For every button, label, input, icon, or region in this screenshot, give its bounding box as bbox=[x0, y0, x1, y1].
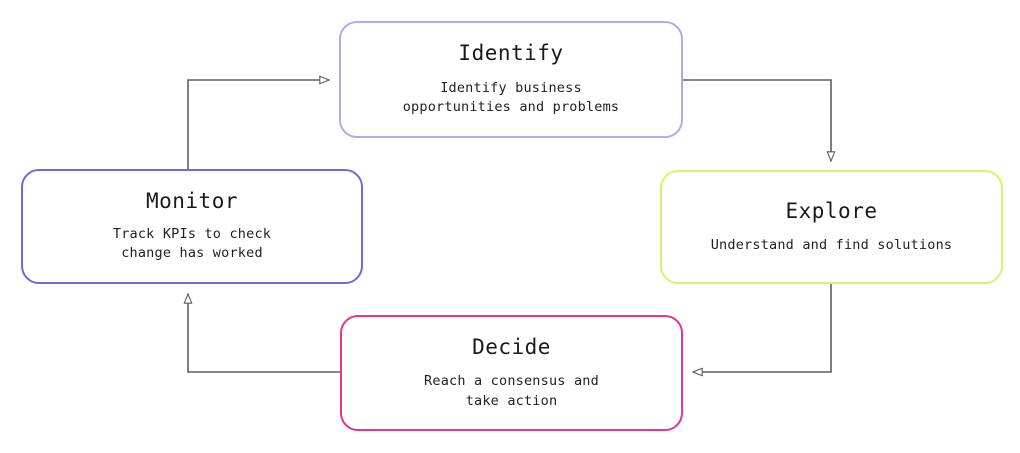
node-identify-description: Identify business opportunities and prob… bbox=[402, 79, 620, 116]
node-explore-description: Understand and find solutions bbox=[710, 236, 953, 253]
node-monitor-title: Monitor bbox=[145, 189, 238, 214]
edge-monitor-to-identify bbox=[187, 80, 329, 169]
node-decide-description: Reach a consensus and take action bbox=[424, 373, 599, 409]
edge-decide-to-monitor bbox=[188, 294, 340, 373]
node-explore-title: Explore bbox=[785, 198, 878, 223]
node-identify-title: Identify bbox=[458, 41, 564, 66]
edge-explore-to-decide bbox=[693, 284, 832, 372]
node-identify[interactable]: Identify Identify business opportunities… bbox=[339, 21, 683, 138]
node-monitor-description: Track KPIs to check change has worked bbox=[112, 225, 272, 262]
edge-identify-to-explore bbox=[683, 79, 831, 161]
node-monitor[interactable]: Monitor Track KPIs to check change has w… bbox=[21, 169, 363, 284]
node-decide-title: Decide bbox=[472, 334, 551, 359]
node-explore[interactable]: Explore Understand and find solutions bbox=[660, 170, 1003, 284]
node-decide[interactable]: Decide Reach a consensus and take action bbox=[340, 315, 683, 431]
